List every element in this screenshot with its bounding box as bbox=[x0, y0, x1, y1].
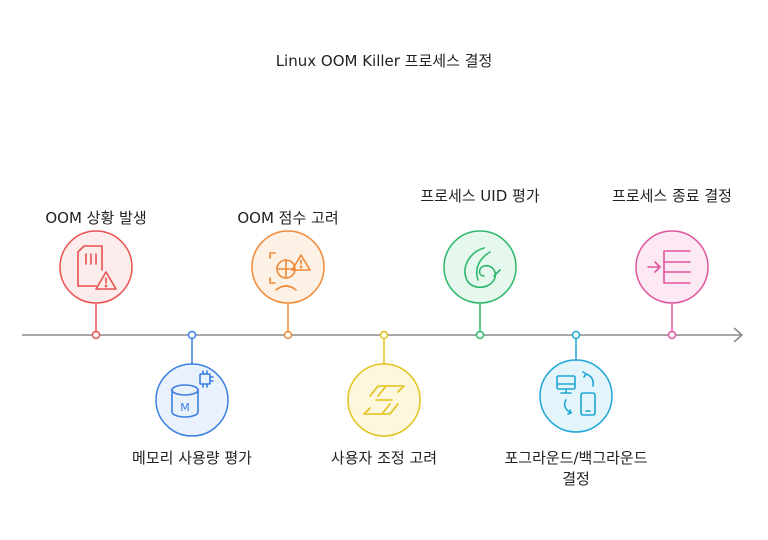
step-2-dot bbox=[187, 330, 197, 340]
step-4-label: 사용자 조정 고려 bbox=[330, 449, 438, 467]
step-7-node bbox=[635, 230, 709, 340]
step-3-circle bbox=[251, 230, 325, 304]
step-2-circle bbox=[155, 363, 229, 437]
sd-card-warning-icon bbox=[77, 245, 117, 290]
step-3-dot bbox=[283, 330, 293, 340]
step-2-node: M bbox=[155, 330, 229, 437]
step-7-dot bbox=[667, 330, 677, 340]
step-6-circle bbox=[539, 359, 613, 433]
step-6-node bbox=[539, 330, 613, 433]
diagram-title: Linux OOM Killer 프로세스 결정 bbox=[275, 52, 493, 70]
step-6-label: 포그라운드/백그라운드 결정 bbox=[504, 449, 648, 488]
swirl-icon bbox=[464, 247, 501, 289]
step-4-dot bbox=[379, 330, 389, 340]
step-6-dot bbox=[571, 330, 581, 340]
step-1-node bbox=[59, 230, 133, 340]
step-5-node bbox=[443, 230, 517, 340]
step-5-label: 프로세스 UID 평가 bbox=[420, 187, 540, 205]
devices-sync-icon bbox=[556, 371, 596, 416]
timeline-arrowhead bbox=[733, 327, 744, 343]
exit-process-icon bbox=[647, 250, 691, 284]
step-2-label: 메모리 사용량 평가 bbox=[132, 449, 252, 467]
step-4-node bbox=[347, 330, 421, 437]
swap-arrows-icon bbox=[363, 385, 405, 415]
svg-text:M: M bbox=[180, 401, 190, 414]
step-1-dot bbox=[91, 330, 101, 340]
step-1-label: OOM 상황 발생 bbox=[45, 209, 147, 227]
step-5-dot bbox=[475, 330, 485, 340]
step-5-circle bbox=[443, 230, 517, 304]
step-7-label: 프로세스 종료 결정 bbox=[612, 187, 732, 205]
step-7-circle bbox=[635, 230, 709, 304]
step-1-circle bbox=[59, 230, 133, 304]
step-3-label: OOM 점수 고려 bbox=[237, 209, 339, 227]
memory-database-icon: M bbox=[171, 370, 214, 418]
step-3-node bbox=[251, 230, 325, 340]
pie-chart-warning-icon bbox=[269, 252, 311, 291]
